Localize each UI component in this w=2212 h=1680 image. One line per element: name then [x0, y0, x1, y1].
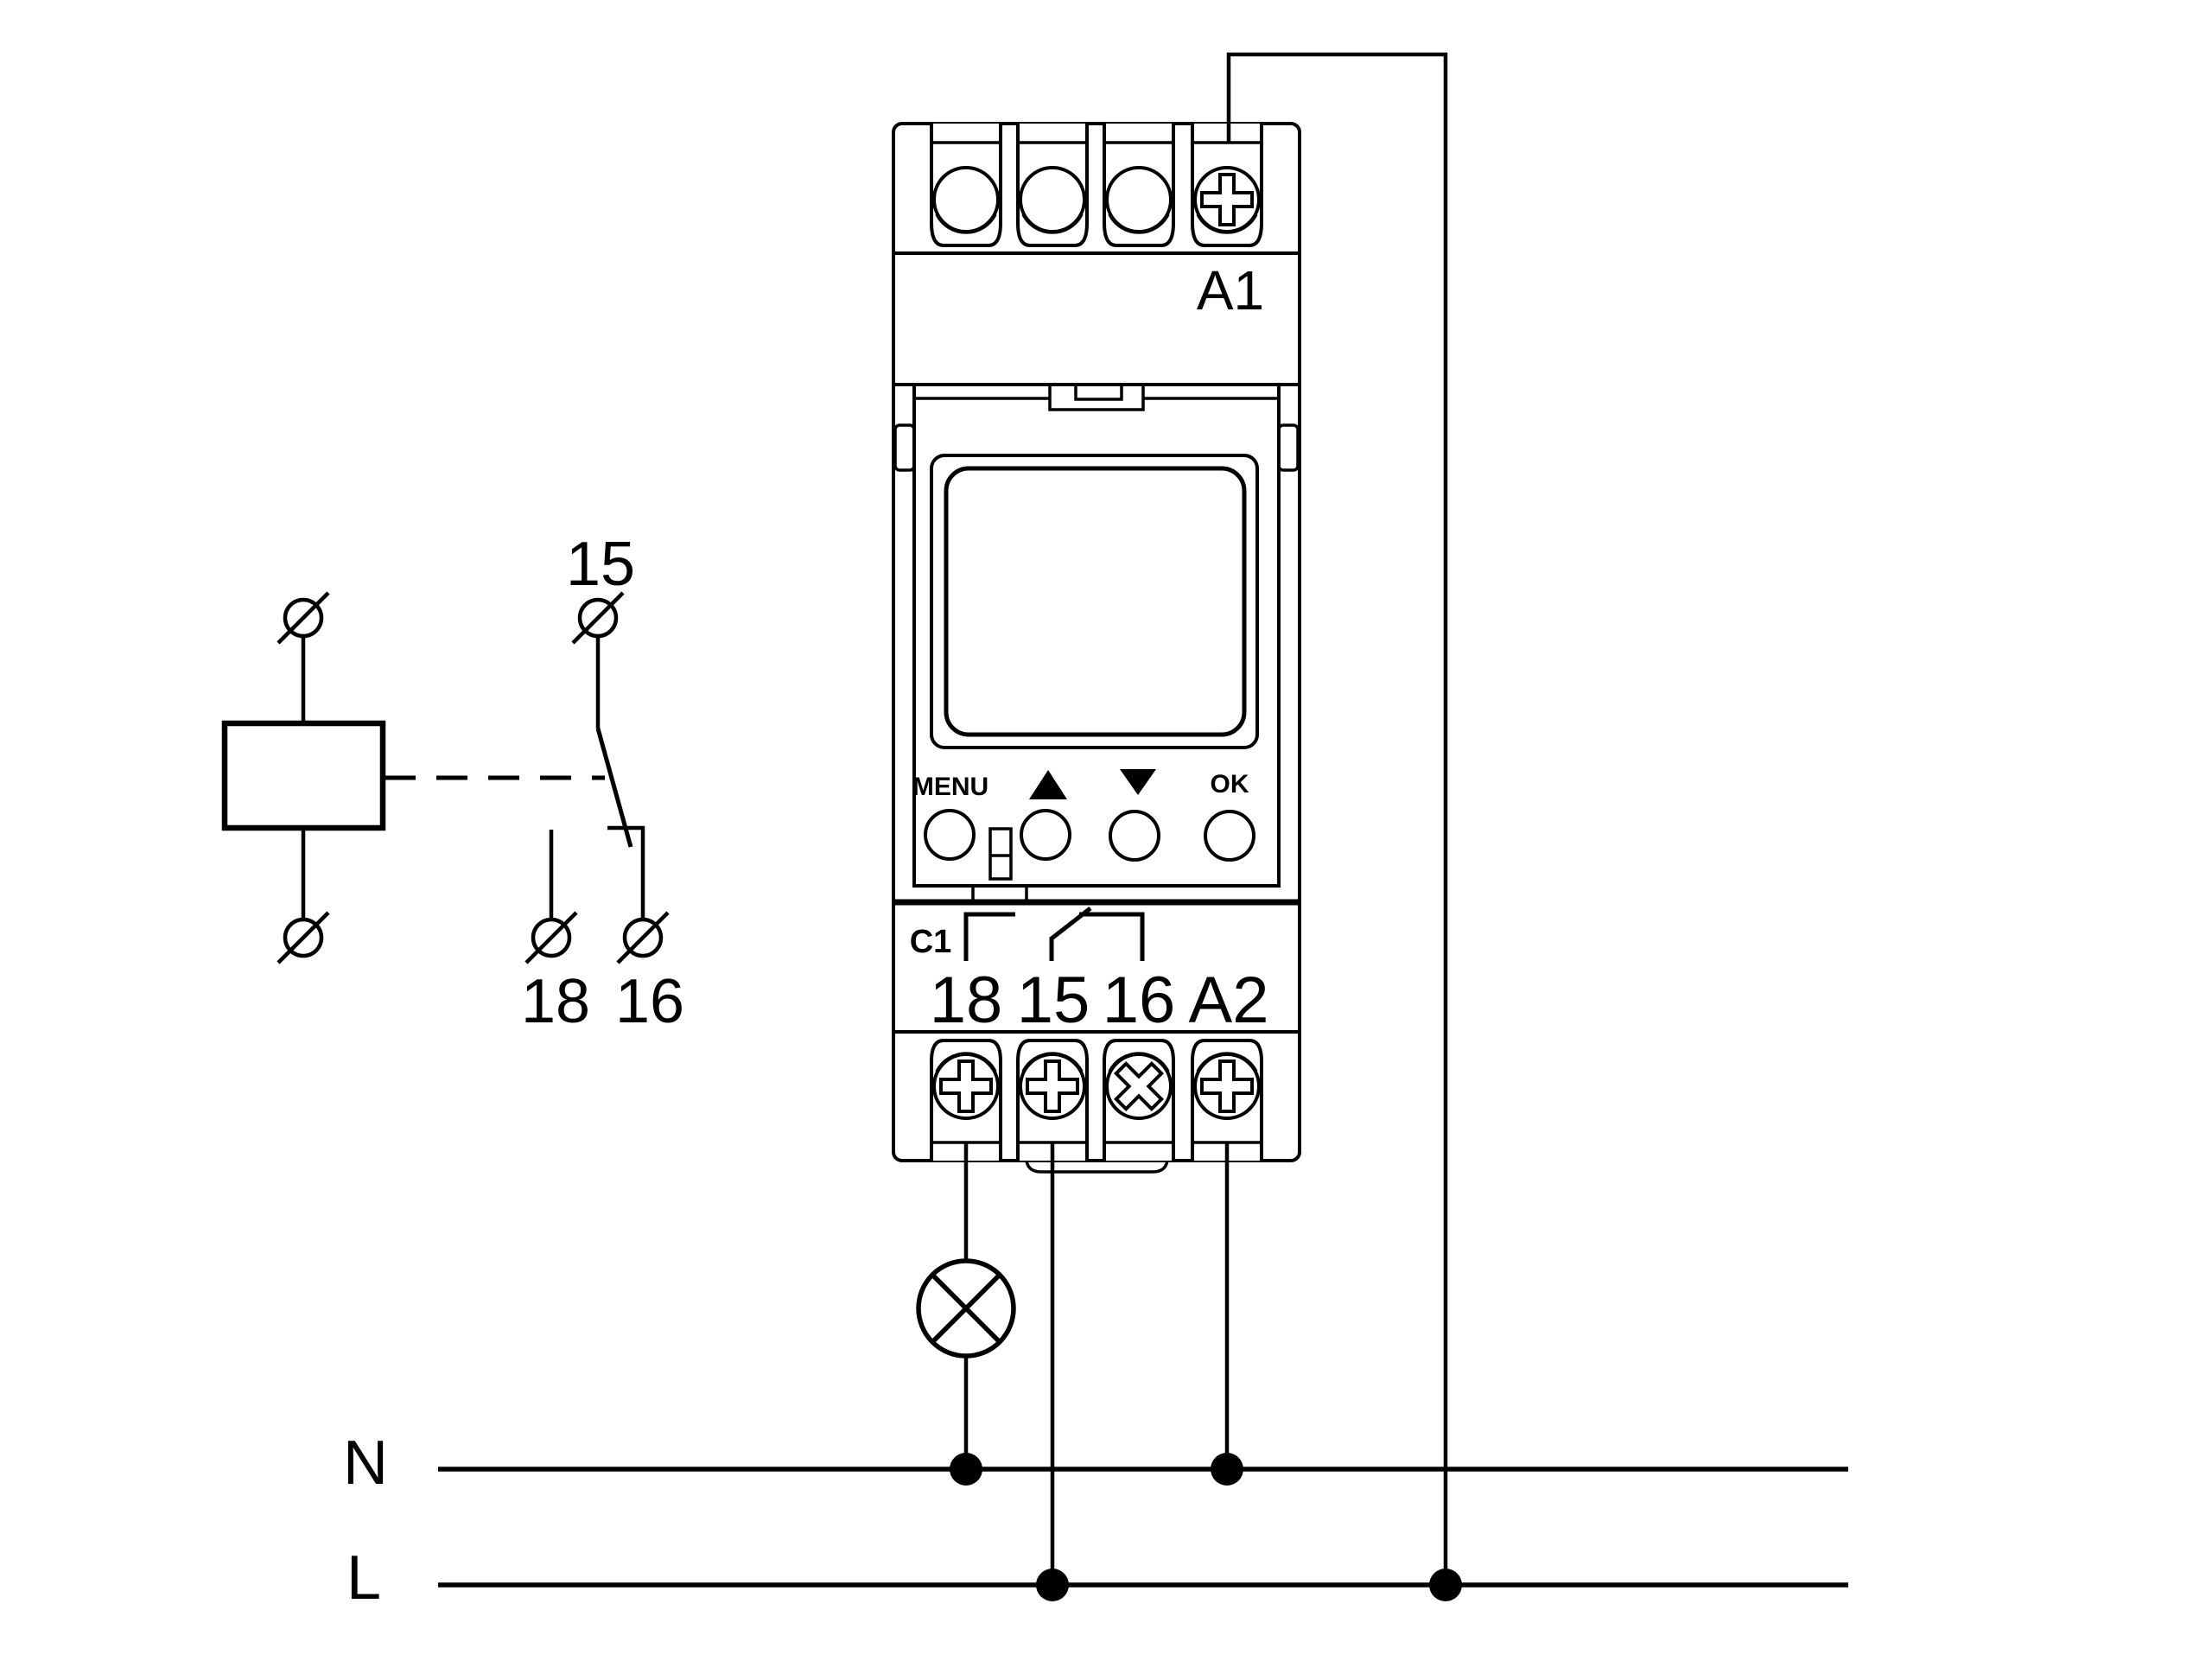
lcd-display	[944, 466, 1247, 737]
phillips-cross	[1200, 1060, 1254, 1113]
terminal-slash	[616, 911, 670, 964]
junction-dot	[1211, 1453, 1243, 1486]
lamp-icon	[916, 1258, 1016, 1359]
contact-no-label: 18	[521, 967, 590, 1036]
din-clip	[1025, 1160, 1169, 1174]
printed-nc-lead	[1079, 912, 1145, 961]
bottom-terminal-block	[930, 1039, 1263, 1161]
junction-dot	[1036, 1569, 1069, 1601]
junction-dot	[1429, 1569, 1462, 1601]
supply-lines: N L	[343, 1429, 1848, 1613]
side-clip	[1277, 423, 1300, 472]
terminal-label-18: 18	[930, 964, 1003, 1037]
printed-no-lead	[963, 912, 1015, 961]
top-terminal-block	[930, 124, 1263, 247]
timer-relay-device: A1 MENU OK	[892, 122, 1301, 1174]
contact-group-label: C1	[910, 924, 952, 960]
terminal-symbol	[283, 597, 324, 639]
device-face: MENU OK	[893, 383, 1300, 888]
neutral-label: N	[343, 1429, 388, 1498]
ok-button	[1204, 810, 1255, 862]
printed-contact-arm	[1049, 907, 1092, 961]
face-frame	[912, 383, 1281, 888]
contact-common-label: 15	[566, 530, 635, 599]
phillips-cross	[1200, 173, 1254, 226]
terminal-label-a2: A2	[1189, 964, 1269, 1037]
phillips-cross	[1026, 1060, 1079, 1113]
wire-a1-to-line	[1226, 52, 1448, 1585]
face-top-notch	[1074, 385, 1123, 401]
terminal-slash	[571, 591, 625, 645]
contact-nc-label: 16	[615, 967, 684, 1036]
face-top-tab	[1048, 385, 1145, 411]
menu-button-label: MENU	[912, 773, 988, 801]
terminal-label-16: 16	[1103, 964, 1176, 1037]
ok-button-label: OK	[1211, 770, 1249, 799]
down-button	[1109, 810, 1160, 862]
slide-switch	[988, 827, 1013, 881]
wiring	[916, 52, 1448, 1585]
relay-coil-contact-schematic: 15 18 16	[221, 530, 684, 1036]
display-bezel	[930, 454, 1259, 749]
terminal-symbol	[283, 917, 324, 958]
up-arrow-icon	[1029, 770, 1067, 799]
junction-dot	[950, 1453, 982, 1486]
terminal-symbol	[622, 917, 664, 958]
side-clip	[893, 423, 916, 472]
terminal-slash	[276, 591, 330, 645]
down-arrow-icon	[1120, 769, 1156, 795]
up-button	[1020, 809, 1071, 861]
contact-nc-lead	[607, 825, 645, 920]
relay-coil	[221, 720, 386, 831]
terminal-slash	[524, 911, 578, 964]
cross-screw	[1114, 1061, 1164, 1111]
terminal-label-15: 15	[1017, 964, 1090, 1037]
terminal-symbol	[531, 917, 572, 958]
terminal-slash	[276, 911, 330, 964]
coil-terminal-label-a1: A1	[1197, 259, 1264, 321]
printed-contact-diagram: C1 18 15 16 A2	[910, 907, 1269, 1037]
phillips-cross	[939, 1060, 993, 1113]
menu-button	[924, 809, 976, 861]
line-label: L	[346, 1543, 381, 1613]
